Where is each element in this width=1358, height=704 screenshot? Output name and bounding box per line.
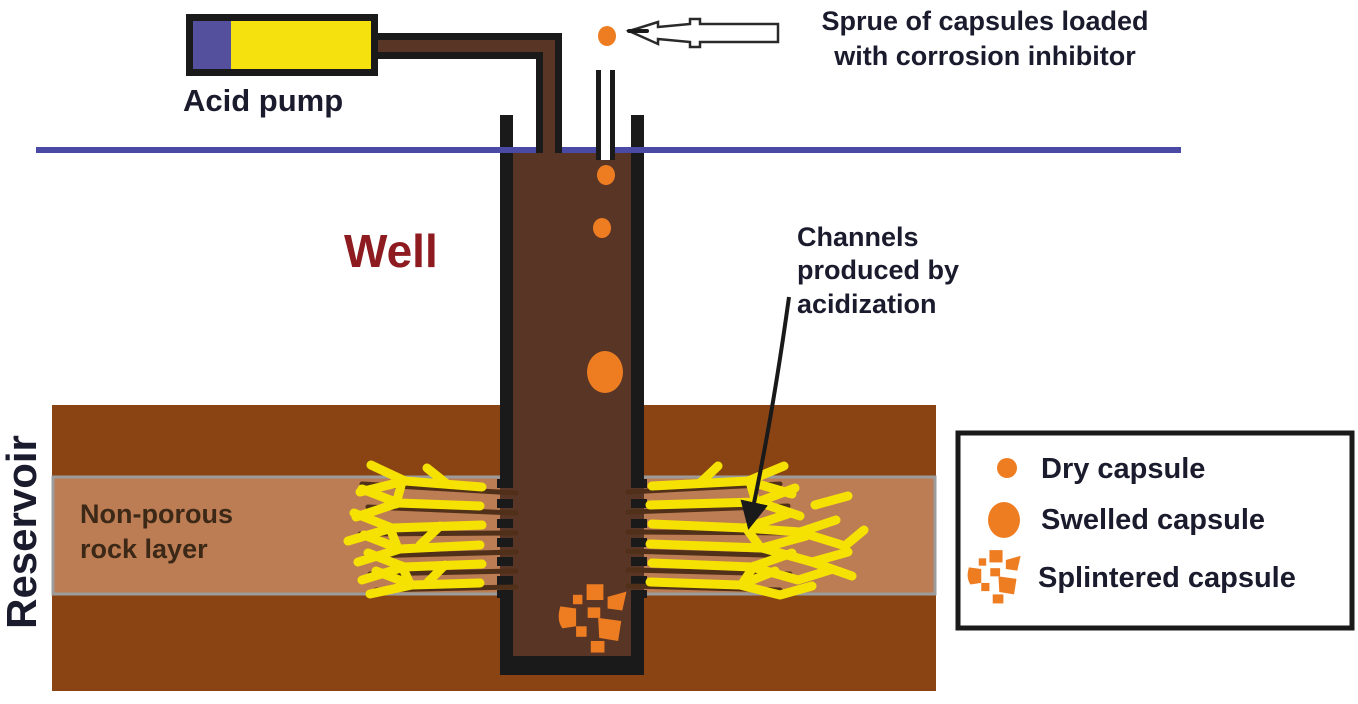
legend-label-dry-capsule: Dry capsule: [1041, 453, 1206, 485]
channels-pointer-arrow: [740, 296, 791, 530]
acid-pipe: [377, 33, 562, 153]
legend-box: [955, 430, 1355, 631]
dry-capsule-at-tube-inlet: [598, 26, 616, 46]
well-label: Well: [344, 225, 438, 277]
sprue-pointer-arrow: [625, 17, 780, 49]
acid-pump-label: Acid pump: [183, 83, 344, 118]
reservoir-label: Reservoir: [0, 435, 45, 629]
legend-label-splintered-capsule: Splintered capsule: [1038, 562, 1296, 594]
capsules-in-well: [558, 165, 627, 653]
pump-plunger: [193, 21, 231, 69]
well-structure: [497, 115, 647, 675]
legend: [955, 430, 1355, 631]
acid-pump: [186, 14, 378, 76]
swelled-capsule-in-well: [587, 351, 623, 393]
well-bore-fluid: [513, 150, 631, 656]
legend-label-swelled-capsule: Swelled capsule: [1041, 504, 1266, 536]
channels-label: Channels produced by acidization: [797, 222, 960, 319]
acidization-channels: [343, 460, 869, 600]
dry-capsule-falling-2: [593, 218, 611, 238]
well-casing-bottom: [500, 656, 644, 675]
casing-perforations: [497, 479, 647, 598]
dry-capsule-falling-1: [597, 165, 615, 185]
sprue-label: Sprue of capsules loaded with corrosion …: [821, 6, 1149, 72]
dry-capsule-icon: [997, 458, 1017, 478]
swelled-capsule-icon: [988, 502, 1020, 538]
capsule-drop-tube: [596, 70, 615, 160]
non-porous-rock-label: Non-porous rock layer: [80, 499, 233, 564]
